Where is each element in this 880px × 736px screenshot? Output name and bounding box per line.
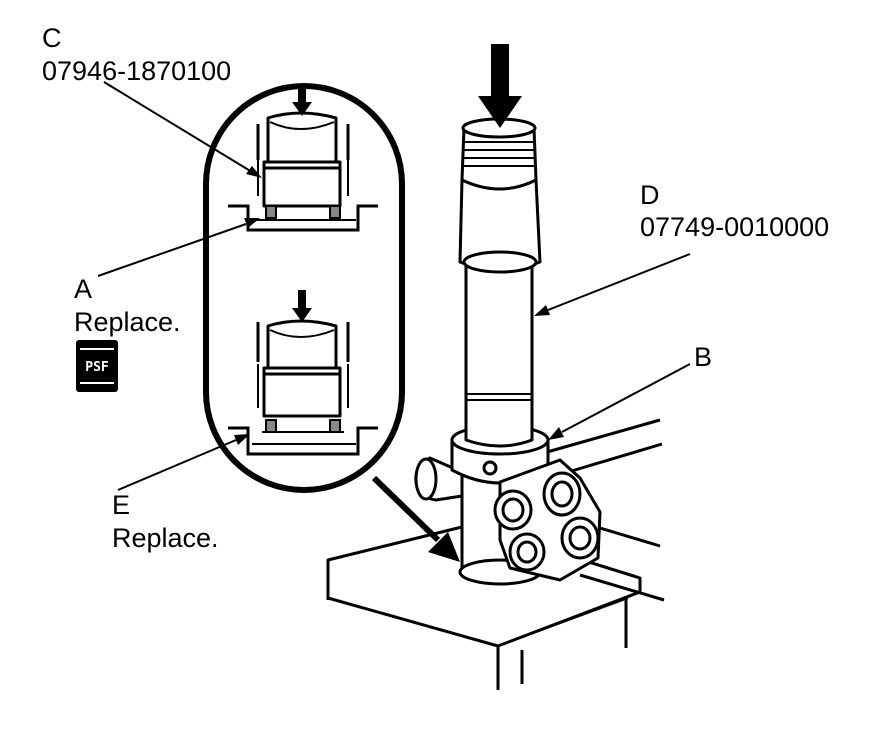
label-d-part-number: 07749-0010000 bbox=[640, 212, 829, 242]
label-e-letter: E bbox=[112, 490, 130, 520]
label-a-letter: A bbox=[74, 274, 92, 304]
detail-pointer-arrow bbox=[371, 475, 460, 562]
label-e-note: Replace. bbox=[112, 523, 219, 553]
label-c-letter: C bbox=[42, 23, 62, 53]
label-c-part-number: 07946-1870100 bbox=[42, 56, 231, 86]
driver-tool bbox=[458, 117, 542, 448]
label-d-letter: D bbox=[640, 180, 660, 210]
leader-lines bbox=[97, 81, 691, 491]
down-arrow-icon bbox=[478, 44, 522, 128]
psf-badge-label: PSF bbox=[85, 360, 109, 375]
label-a-note: Replace. bbox=[74, 307, 181, 337]
valve-body bbox=[414, 424, 602, 586]
inset-top-detail bbox=[228, 84, 378, 232]
detail-inset bbox=[203, 83, 405, 493]
psf-fluid-icon: PSF bbox=[76, 340, 118, 392]
label-b-letter: B bbox=[694, 342, 712, 372]
inset-bottom-detail bbox=[228, 290, 378, 456]
